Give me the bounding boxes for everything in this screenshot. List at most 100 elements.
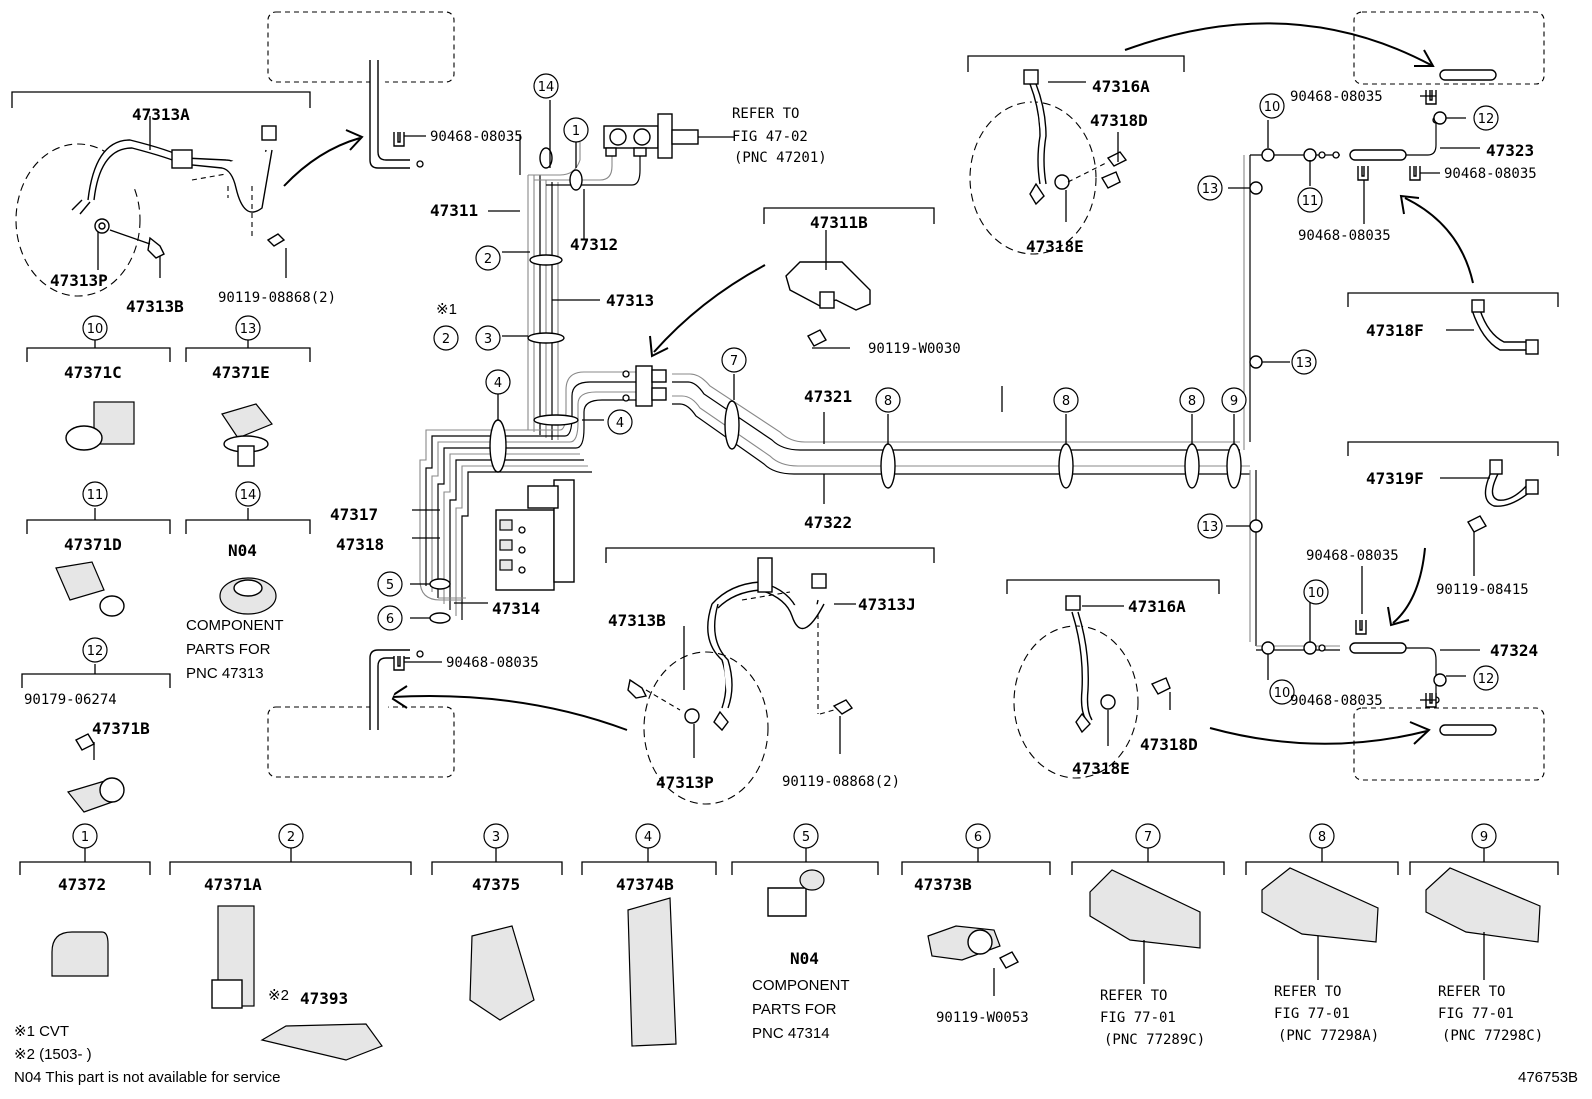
ref-box-top-left: [267, 11, 455, 83]
label-90468-08035-rt3: 90468-08035: [1298, 228, 1391, 244]
note-n04: N04 This part is not available for servi…: [14, 1069, 281, 1086]
callout-3: 3: [483, 823, 509, 849]
callout-circle: [1309, 823, 1335, 849]
callout-8: 8: [1309, 823, 1335, 849]
label-47374B: 47374B: [616, 875, 674, 894]
label-90468-08035-rb1: 90468-08035: [1306, 548, 1399, 564]
line-clamps: [429, 111, 1447, 687]
callout-number: 3: [492, 830, 500, 845]
u-clips: [393, 90, 1437, 708]
callout-7: 7: [1135, 823, 1161, 849]
callout-circle: [1291, 349, 1317, 375]
callout-number: 8: [1062, 394, 1070, 409]
bracket-47311B: [785, 261, 871, 311]
callout-10: 10: [82, 315, 108, 341]
note-cvt: ※1 CVT: [14, 1023, 69, 1040]
callout-number: 13: [240, 322, 257, 337]
callout-number: 8: [1318, 830, 1326, 845]
hose-47313J: [627, 557, 854, 732]
callout-circle: [721, 347, 747, 373]
callout-circle: [82, 637, 108, 663]
callout-number: 13: [1296, 356, 1313, 371]
label-47318D-bottom: 47318D: [1140, 735, 1198, 754]
callout-2: 2: [475, 245, 501, 271]
label-47373B: 47373B: [914, 875, 972, 894]
label-47312: 47312: [570, 235, 618, 254]
callout-circle: [1197, 513, 1223, 539]
callout-circle: [377, 571, 403, 597]
callout-number: 10: [1274, 686, 1291, 701]
label-component-b3: PNC 47314: [752, 1025, 830, 1042]
label-47318E-bottom: 47318E: [1072, 759, 1130, 778]
label-47317: 47317: [330, 505, 378, 524]
hose-47316A-bottom: [1065, 595, 1171, 734]
label-90119-08868-b: 90119-08868(2): [782, 774, 900, 790]
callout-13: 13: [1197, 513, 1223, 539]
callout-12: 12: [1473, 665, 1499, 691]
callout-number: 1: [81, 830, 89, 845]
label-N04-b: N04: [790, 949, 819, 968]
callout-11: 11: [1297, 187, 1323, 213]
label-fig-77-01-b: FIG 77-01: [1100, 1010, 1176, 1026]
callout-12: 12: [82, 637, 108, 663]
label-fig-77-01-d: FIG 77-01: [1438, 1006, 1514, 1022]
label-47321: 47321: [804, 387, 852, 406]
label-47372: 47372: [58, 875, 106, 894]
label-component-b1: COMPONENT: [752, 977, 850, 994]
label-ref2-mark: ※2: [268, 987, 289, 1004]
junction-block: [622, 365, 667, 407]
label-90468-08035-rb2: 90468-08035: [1290, 693, 1383, 709]
hose-47319F: [1467, 459, 1539, 533]
master-cylinder: [603, 113, 735, 159]
ref-box-bottom-right: [1353, 707, 1545, 781]
callout-circle: [82, 481, 108, 507]
callout-circle: [607, 409, 633, 435]
label-47316A-top: 47316A: [1092, 77, 1150, 96]
callout-circle: [72, 823, 98, 849]
callout-circle: [1259, 93, 1285, 119]
callout-circle: [563, 117, 589, 143]
callout-10: 10: [1259, 93, 1285, 119]
callout-6: 6: [965, 823, 991, 849]
callout-number: 12: [1478, 672, 1495, 687]
flow-arrows: [283, 22, 1474, 745]
label-component-a3: PNC 47313: [186, 665, 264, 682]
rear-lines-bottom: [1318, 642, 1497, 736]
callout-number: 10: [1308, 586, 1325, 601]
hose-47318F: [1471, 299, 1539, 355]
callout-number: 12: [1478, 112, 1495, 127]
callout-2: 2: [433, 325, 459, 351]
label-47313: 47313: [606, 291, 654, 310]
callout-circle: [1179, 387, 1205, 413]
callout-circle: [965, 823, 991, 849]
label-47318D-top: 47318D: [1090, 111, 1148, 130]
callout-number: 8: [1188, 394, 1196, 409]
label-47371D: 47371D: [64, 535, 122, 554]
callout-circle: [1471, 823, 1497, 849]
group-brackets: [11, 55, 1559, 875]
front-stub-lines: [369, 60, 424, 730]
callout-8: 8: [1179, 387, 1205, 413]
label-90468-08035-rt1: 90468-08035: [1290, 89, 1383, 105]
label-90468-08035-bottom: 90468-08035: [446, 655, 539, 671]
label-47313P-mid: 47313P: [656, 773, 714, 792]
label-47393: 47393: [300, 989, 348, 1008]
callout-13: 13: [1291, 349, 1317, 375]
callout-number: 7: [1144, 830, 1152, 845]
callout-number: 1: [572, 124, 580, 139]
callout-number: 2: [484, 252, 492, 267]
ref-box-bottom-left: [267, 706, 455, 778]
callout-10: 10: [1269, 679, 1295, 705]
label-47311: 47311: [430, 201, 478, 220]
callout-circle: [1269, 679, 1295, 705]
label-47375: 47375: [472, 875, 520, 894]
callout-number: 6: [386, 612, 394, 627]
callout-number: 13: [1202, 520, 1219, 535]
callout-number: 11: [87, 488, 104, 503]
label-47322: 47322: [804, 513, 852, 532]
label-refer-to-a: REFER TO: [732, 106, 799, 122]
text-labels: 47313A 47313P 47313B 90119-08868(2) 9046…: [14, 77, 1578, 1086]
label-90468-08035-rt2: 90468-08035: [1444, 166, 1537, 182]
